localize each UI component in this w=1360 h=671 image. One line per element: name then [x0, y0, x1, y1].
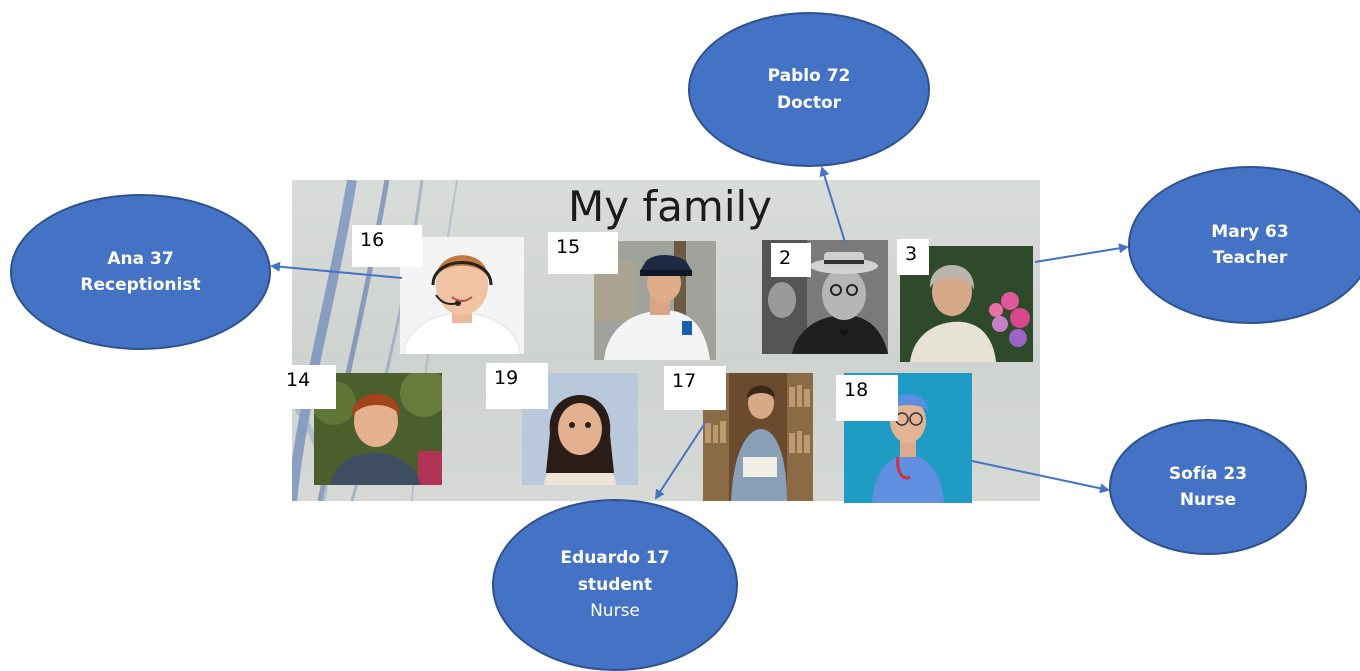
eduardo-occupation: student: [577, 574, 653, 595]
number-label-3: 3: [897, 239, 929, 275]
sofia-name-age: Sofía 23: [1168, 463, 1248, 484]
mary-bubble: Mary 63 Teacher: [1128, 166, 1360, 324]
arrow-to-mary: [1034, 243, 1129, 263]
page-title: My family: [567, 182, 773, 231]
eduardo-extra-label: Nurse: [590, 601, 640, 622]
arrow-to-eduardo: [654, 422, 706, 500]
number-label-18: 18: [836, 375, 898, 421]
ana-name-age: Ana 37: [107, 248, 174, 269]
number-label-2: 2: [771, 243, 811, 277]
number-label-14: 14: [278, 365, 336, 409]
number-label-17: 17: [664, 366, 726, 410]
eduardo-name-age: Eduardo 17: [560, 548, 670, 569]
arrow-to-ana: [270, 261, 403, 279]
eduardo-bubble: Eduardo 17 student Nurse: [492, 499, 738, 671]
ana-occupation: Receptionist: [80, 275, 201, 295]
ana-bubble: Ana 37 Receptionist: [10, 194, 271, 350]
mary-occupation: Teacher: [1212, 248, 1288, 268]
number-label-19: 19: [486, 363, 548, 409]
pablo-bubble: Pablo 72 Doctor: [688, 12, 930, 167]
sofia-bubble: Sofía 23 Nurse: [1109, 419, 1307, 555]
arrow-to-pablo: [819, 166, 846, 243]
number-label-15: 15: [548, 232, 618, 274]
girl-photo: [522, 373, 638, 485]
sofia-occupation: Nurse: [1179, 490, 1237, 510]
mary-name-age: Mary 63: [1211, 221, 1289, 242]
pablo-occupation: Doctor: [776, 92, 842, 113]
pablo-name-age: Pablo 72: [767, 66, 851, 87]
number-label-16: 16: [352, 225, 422, 267]
arrow-to-sofia: [971, 460, 1110, 494]
